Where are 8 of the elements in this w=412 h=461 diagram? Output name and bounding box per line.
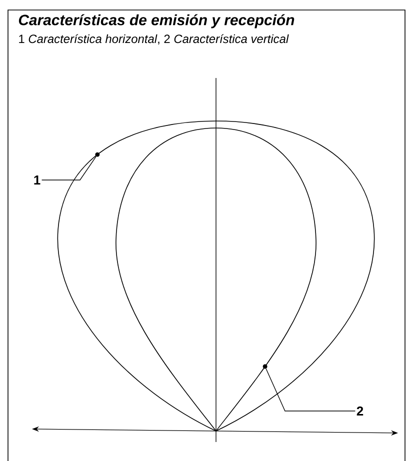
title: Características de emisión y recepción <box>18 14 294 28</box>
leader-line <box>41 156 96 180</box>
leader-line <box>266 368 356 412</box>
point-marker <box>262 364 268 369</box>
callout-number: 1 <box>34 176 40 184</box>
caption: 1 Característica horizontal, 2 Característica vertical <box>19 34 289 45</box>
point-marker <box>95 152 100 157</box>
callout-number: 2 <box>356 406 364 416</box>
